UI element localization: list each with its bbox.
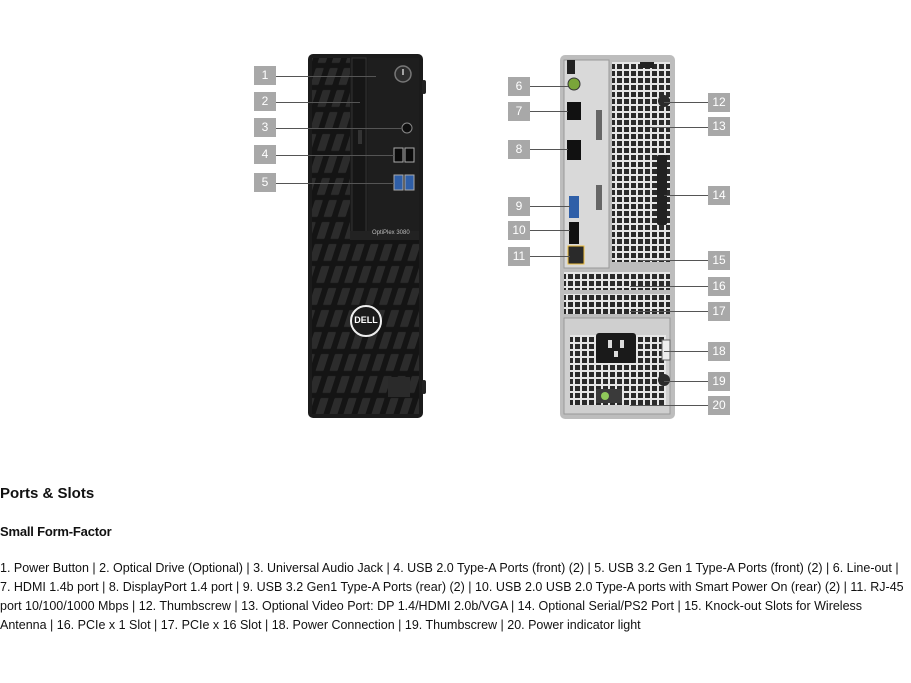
leader-line (630, 311, 708, 312)
product-figure: OptiPlex 3080 DELL 1 2 3 4 5 6 7 8 9 10 … (254, 54, 730, 419)
callout-badge-17: 17 (708, 302, 730, 321)
callout-badge-1: 1 (254, 66, 276, 85)
leader-line (530, 256, 570, 257)
callout-badge-7: 7 (508, 102, 530, 121)
callout-badge-10: 10 (508, 221, 530, 240)
model-label: OptiPlex 3080 (372, 230, 410, 236)
callout-badge-8: 8 (508, 140, 530, 159)
callout-badge-5: 5 (254, 173, 276, 192)
callout-badge-11: 11 (508, 247, 530, 266)
leader-line (530, 111, 568, 112)
callout-badge-9: 9 (508, 197, 530, 216)
leader-line (630, 405, 708, 406)
leader-line (276, 155, 394, 156)
leader-line (530, 206, 570, 207)
callout-badge-13: 13 (708, 117, 730, 136)
leader-line (530, 86, 568, 87)
section-heading: Ports & Slots (0, 485, 95, 502)
callout-badge-15: 15 (708, 251, 730, 270)
leader-line (276, 183, 394, 184)
callout-badge-3: 3 (254, 118, 276, 137)
callout-badge-20: 20 (708, 396, 730, 415)
callout-badge-4: 4 (254, 145, 276, 164)
leader-line (664, 351, 708, 352)
computer-illustration (308, 54, 675, 419)
leader-line (664, 195, 708, 196)
leader-line (640, 260, 708, 261)
callout-badge-18: 18 (708, 342, 730, 361)
callout-badge-19: 19 (708, 372, 730, 391)
dell-logo: DELL (354, 315, 378, 325)
callout-badge-6: 6 (508, 77, 530, 96)
callout-badge-2: 2 (254, 92, 276, 111)
leader-line (630, 286, 708, 287)
ports-legend-text: 1. Power Button | 2. Optical Drive (Opti… (0, 561, 904, 632)
rear-view (560, 55, 675, 419)
leader-line (276, 128, 402, 129)
leader-line (530, 149, 568, 150)
leader-line (664, 102, 708, 103)
callout-badge-14: 14 (708, 186, 730, 205)
front-view (308, 54, 426, 418)
callout-badge-16: 16 (708, 277, 730, 296)
leader-line (276, 102, 360, 103)
callout-badge-12: 12 (708, 93, 730, 112)
leader-line (664, 381, 708, 382)
leader-line (650, 127, 708, 128)
subsection-heading: Small Form-Factor (0, 524, 112, 539)
leader-line (276, 76, 376, 77)
leader-line (530, 230, 570, 231)
